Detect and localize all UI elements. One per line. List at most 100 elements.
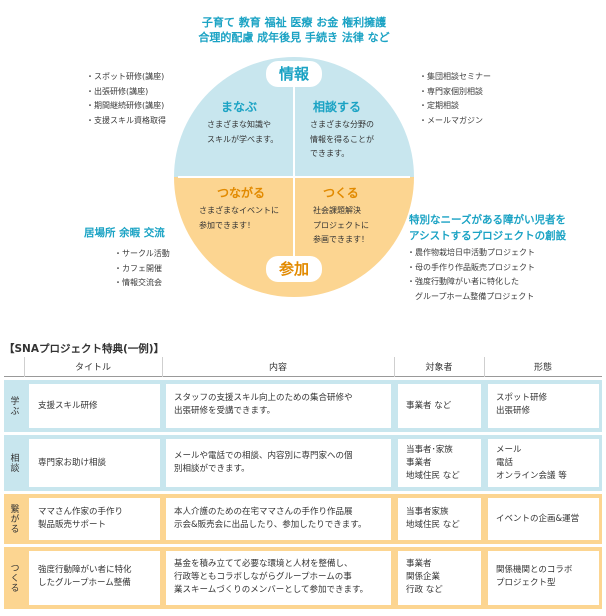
- header-divider: [484, 357, 485, 377]
- desc-line: 参加できます！: [199, 220, 255, 230]
- row-side-label: 繋がる: [4, 494, 24, 544]
- row-form: 関係機関とのコラボプロジェクト型: [496, 564, 572, 590]
- text-line: 専門家お助け相談: [38, 458, 107, 468]
- tsunagaru-desc: さまざまなイベントに 参加できます！: [199, 204, 279, 233]
- text-line: メール: [496, 445, 522, 455]
- text-line: スタッフの支援スキル向上のための集合研修や: [174, 393, 353, 403]
- cell-title: [29, 551, 160, 605]
- header-divider: [24, 357, 25, 377]
- text-line: 事業者 など: [406, 401, 452, 411]
- text-line: 当事者家族: [406, 507, 449, 517]
- tsunagaru-title: つながる: [217, 186, 266, 200]
- list-item: ・スポット研修(講座): [86, 72, 165, 81]
- cell-content: [166, 439, 391, 487]
- list-item: ・出張研修(講座): [86, 86, 149, 96]
- cell-target: [398, 439, 481, 487]
- row-content: スタッフの支援スキル向上のための集合研修や出張研修を受講できます。: [174, 392, 353, 418]
- text-line: メールや電話での相談、内容別に専門家への個: [174, 451, 353, 461]
- manabu-title: まなぶ: [221, 100, 258, 114]
- row-target: 事業者 など: [406, 400, 451, 413]
- side-text: 相談: [8, 453, 19, 473]
- text-line: 示会&販売会に出品したり、参加したりできます。: [174, 520, 367, 530]
- text-line: イベントの企画&運営: [496, 514, 580, 524]
- list-item: ・メールマガジン: [419, 115, 483, 125]
- cell-content: [166, 384, 391, 428]
- row-content: 基金を積み立てて必要な環境と人材を整備し、行政等ともコラボしながらグループホーム…: [174, 558, 368, 597]
- heading-line: アシストするプロジェクトの創設: [409, 230, 567, 242]
- desc-line: 社会課題解決: [313, 206, 361, 215]
- text-line: 出張研修: [496, 406, 531, 416]
- side-text: つくる: [8, 563, 19, 593]
- text-line: 業スキームづくりのメンバーとして参加できます。: [174, 585, 369, 595]
- cell-title: [29, 439, 160, 487]
- tsukuru-title: つくる: [323, 186, 359, 200]
- list-item: ・支援スキル資格取得: [86, 115, 166, 125]
- header-form: 形態: [533, 363, 552, 373]
- desc-line: さまざまなイベントに: [199, 206, 279, 215]
- text-line: 行政 など: [406, 585, 443, 595]
- cell-target: [398, 551, 481, 605]
- row-title: 専門家お助け相談: [38, 457, 106, 470]
- row-target: 事業者関係企業行政 など: [406, 558, 443, 597]
- row-target: 当事者･家族事業者地域住民 など: [406, 444, 460, 483]
- text-line: ママさん作家の手作り: [38, 507, 124, 517]
- desc-line: スキルが学べます。: [207, 134, 279, 144]
- tsukuru-desc: 社会課題解決 プロジェクトに 参画できます！: [313, 204, 369, 248]
- desc-line: できます。: [310, 149, 350, 158]
- table-header: [4, 357, 602, 377]
- text-line: 支援スキル研修: [38, 401, 98, 411]
- row-side-label: つくる: [4, 547, 24, 609]
- header-divider: [162, 357, 163, 377]
- text-line: 行政等ともコラボしながらグループホームの事: [174, 572, 352, 582]
- row-title: 強度行動障がい者に特化したグループホーム整備: [38, 564, 132, 590]
- header-content: 内容: [268, 363, 287, 373]
- cell-form: [488, 551, 599, 605]
- text-line: 関係機関とのコラボ: [496, 565, 573, 575]
- category-line-1: 子育て 教育 福祉 医療 お金 権利擁護: [201, 16, 387, 29]
- text-line: 事業者: [406, 559, 432, 569]
- info-label: 情報: [266, 61, 322, 87]
- row-target: 当事者家族地域住民 など: [406, 506, 460, 532]
- text-line: 電話: [496, 458, 514, 468]
- left-bottom-list: ・サークル活動 ・カフェ開催 ・情報交流会: [114, 247, 170, 291]
- right-top-list: ・集団相談セミナー ・専門家個別相談 ・定期相談 ・メールマガジン: [419, 70, 491, 128]
- left-bottom-heading: 居場所 余暇 交流: [84, 227, 165, 239]
- text-line: 強度行動障がい者に特化: [38, 565, 132, 575]
- text-line: 基金を積み立てて必要な環境と人材を整備し、: [174, 559, 353, 569]
- right-bottom-list: ・農作物栽培日中活動プロジェクト ・母の手作り作品販売プロジェクト ・強度行動障…: [407, 246, 535, 304]
- cell-form: [488, 384, 599, 428]
- text-line: プロジェクト型: [496, 578, 556, 588]
- text-line: 関係企業: [406, 572, 441, 582]
- row-side-label: 学ぶ: [4, 380, 24, 432]
- category-line-2: 合理的配慮 成年後見 手続き 法律 など: [198, 31, 390, 44]
- side-text: 学ぶ: [8, 396, 19, 416]
- cell-target: [398, 498, 481, 540]
- text-line: スポット研修: [496, 393, 548, 403]
- right-bottom-heading: 特別なニーズがある障がい児者を アシストするプロジェクトの創設: [409, 212, 566, 244]
- list-item: ・母の手作り作品販売プロジェクト: [407, 262, 535, 272]
- desc-line: さまざまな知識や: [207, 120, 271, 129]
- soudan-title: 相談する: [313, 100, 362, 114]
- text-line: したグループホーム整備: [38, 578, 131, 588]
- text-line: 地域住民 など: [406, 471, 460, 481]
- participate-label: 参加: [266, 256, 322, 282]
- row-content: 本人介護のための在宅ママさんの手作り作品展示会&販売会に出品したり、参加したりで…: [174, 506, 366, 532]
- header-divider: [394, 357, 395, 377]
- text-line: 製品販売サポート: [38, 520, 107, 530]
- desc-line: 情報を得ることが: [310, 134, 374, 144]
- desc-line: さまざまな分野の: [310, 120, 374, 129]
- list-item: ・定期相談: [419, 101, 459, 110]
- desc-line: プロジェクトに: [313, 220, 369, 230]
- manabu-desc: さまざまな知識や スキルが学べます。: [207, 118, 278, 147]
- list-item: ・情報交流会: [114, 278, 162, 287]
- list-item: ・集団相談セミナー: [419, 72, 491, 81]
- text-line: 地域住民 など: [406, 520, 460, 530]
- text-line: 別相談ができます。: [174, 464, 250, 474]
- text-line: オンライン会議 等: [496, 471, 567, 481]
- list-item: グループホーム整備プロジェクト: [407, 291, 535, 301]
- soudan-desc: さまざまな分野の 情報を得ることが できます。: [310, 118, 374, 162]
- header-target: 対象者: [425, 363, 453, 373]
- row-content: メールや電話での相談、内容別に専門家への個別相談ができます。: [174, 450, 353, 476]
- cell-content: [166, 498, 391, 540]
- left-top-list: ・スポット研修(講座) ・出張研修(講座) ・期間継続研修(講座) ・支援スキル…: [86, 70, 166, 128]
